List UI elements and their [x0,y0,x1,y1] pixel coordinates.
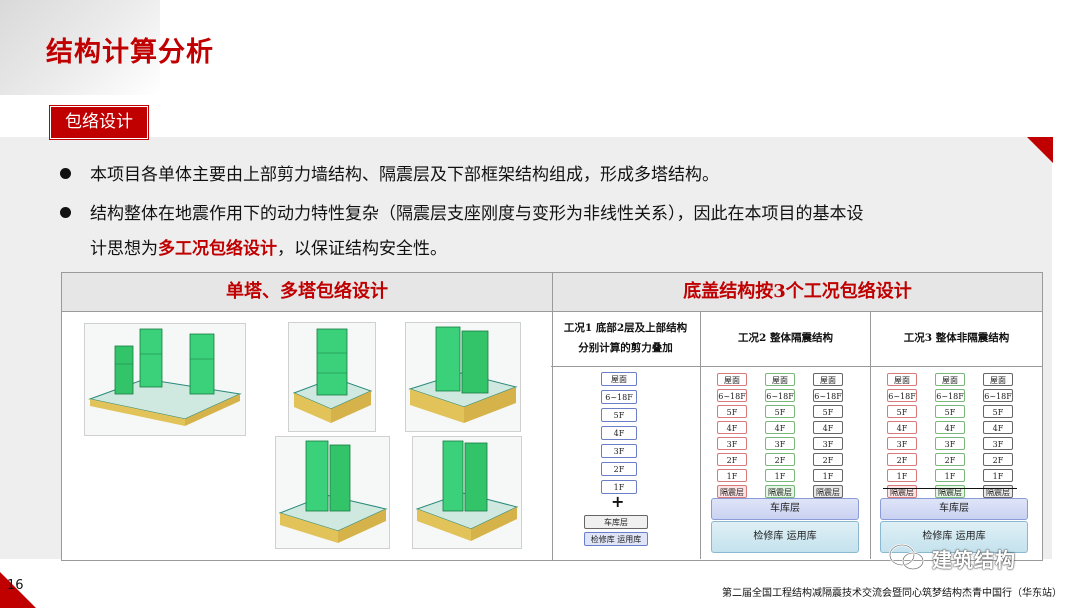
floor-box: 5F [935,405,965,418]
wechat-icon [888,543,925,571]
floor-box: 屋面 [601,372,637,386]
structure-model-image [412,436,522,549]
floor-box: 3F [717,437,747,450]
case-1-title: 工况1 底部2层及上部结构分别计算的剪力叠加 [551,311,700,367]
floor-box: 5F [601,408,637,422]
floor-box: 4F [887,421,917,434]
bullet-dot-icon [60,207,71,218]
footer-text: 第二届全国工程结构减隔震技术交流会暨同心筑梦结构杰青中国行（华东站） [722,588,1062,599]
floor-box: 屋面 [813,373,843,386]
floor-box: 6~18F [983,389,1013,402]
floor-box: 3F [935,437,965,450]
structure-model-image [288,322,376,432]
floor-box: 5F [983,405,1013,418]
table-divider [552,273,553,560]
floor-box: 2F [983,453,1013,466]
comparison-table: 单塔、多塔包络设计 底盖结构按3个工况包络设计 [61,272,1043,561]
bullet-text: 本项目各单体主要由上部剪力墙结构、隔震层及下部框架结构组成，形成多塔结构。 [90,165,719,185]
structure-model-image [275,436,390,549]
case-3-column: 工况3 整体非隔震结构 [871,311,1042,559]
floor-box: 5F [813,405,843,418]
corner-decoration [0,0,160,95]
floor-box: 4F [983,421,1013,434]
floor-box: 3F [983,437,1013,450]
floor-box: 3F [887,437,917,450]
page-number: 16 [7,578,24,593]
right-table-header: 底盖结构按3个工况包络设计 [553,273,1042,312]
floor-box: 6~18F [813,389,843,402]
slide-title: 结构计算分析 [46,37,214,68]
floor-box: 1F [813,469,843,482]
left-table-header: 单塔、多塔包络设计 [62,273,552,312]
floor-box: 2F [765,453,795,466]
floor-box: 屋面 [765,373,795,386]
isolation-layer-box: 隔震层 [983,485,1013,498]
floor-box: 2F [935,453,965,466]
floor-box: 6~18F [601,390,637,404]
floor-box: 6~18F [935,389,965,402]
watermark-text: 建筑结构 [932,547,1016,572]
case-2-title: 工况2 整体隔震结构 [701,311,870,367]
floor-box: 4F [935,421,965,434]
floor-box: 6~18F [765,389,795,402]
load-case-panel: 工况1 底部2层及上部结构分别计算的剪力叠加 屋面 6~18F 5F 4F 3F… [551,311,1042,561]
bullet-text: 计思想为 [90,239,158,259]
section-tag: 包络设计 [50,106,148,139]
floor-box: 2F [887,453,917,466]
floor-box: 3F [601,444,637,458]
floor-box: 4F [813,421,843,434]
floor-box: 1F [983,469,1013,482]
floor-box: 4F [601,426,637,440]
isolation-layer-box: 隔震层 [717,485,747,498]
structure-model-image [405,322,521,432]
isolation-layer-box: 隔震层 [813,485,843,498]
case-3-title: 工况3 整体非隔震结构 [871,311,1042,367]
garage-floor-box: 车库层 [880,498,1028,520]
floor-box: 屋面 [983,373,1013,386]
garage-floor-box: 车库层 [711,498,859,520]
floor-box: 2F [601,462,637,476]
floor-box: 1F [887,469,917,482]
cut-line [883,488,1017,489]
structure-model-image [84,323,246,436]
floor-box: 5F [887,405,917,418]
floor-box: 6~18F [887,389,917,402]
floor-box: 屋面 [887,373,917,386]
corner-triangle [1027,137,1053,163]
case-2-column: 工况2 整体隔震结构 [701,311,871,559]
plus-sign: + [611,492,625,511]
bullet-text: ，以保证结构安全性。 [277,239,447,259]
depot-floor-box: 检修库 运用库 [584,532,648,546]
floor-box: 屋面 [935,373,965,386]
floor-box: 5F [717,405,747,418]
isolation-layer-box: 隔震层 [887,485,917,498]
bullet-dot-icon [60,168,71,179]
floor-box: 4F [765,421,795,434]
depot-floor-box: 检修库 运用库 [711,521,859,553]
emphasis-text: 多工况包络设计 [158,239,277,259]
floor-box: 4F [717,421,747,434]
floor-box: 1F [601,480,637,494]
floor-box: 1F [717,469,747,482]
floor-box: 5F [765,405,795,418]
wechat-watermark: 建筑结构 [888,543,1016,573]
floor-box: 6~18F [717,389,747,402]
floor-box: 2F [717,453,747,466]
bullet-text: 结构整体在地震作用下的动力特性复杂（隔震层支座刚度与变形为非线性关系），因此在本… [90,204,864,224]
page-number-badge: 16 [0,572,36,608]
garage-floor-box: 车库层 [584,515,648,529]
floor-box: 3F [813,437,843,450]
floor-box: 1F [765,469,795,482]
depot-floor-box: 检修库 运用库 [880,521,1028,553]
isolation-layer-box: 隔震层 [765,485,795,498]
floor-box: 屋面 [717,373,747,386]
floor-box: 2F [813,453,843,466]
isolation-layer-box: 隔震层 [935,485,965,498]
floor-box: 1F [935,469,965,482]
case-1-column: 工况1 底部2层及上部结构分别计算的剪力叠加 屋面 6~18F 5F 4F 3F… [551,311,701,559]
floor-box: 3F [765,437,795,450]
